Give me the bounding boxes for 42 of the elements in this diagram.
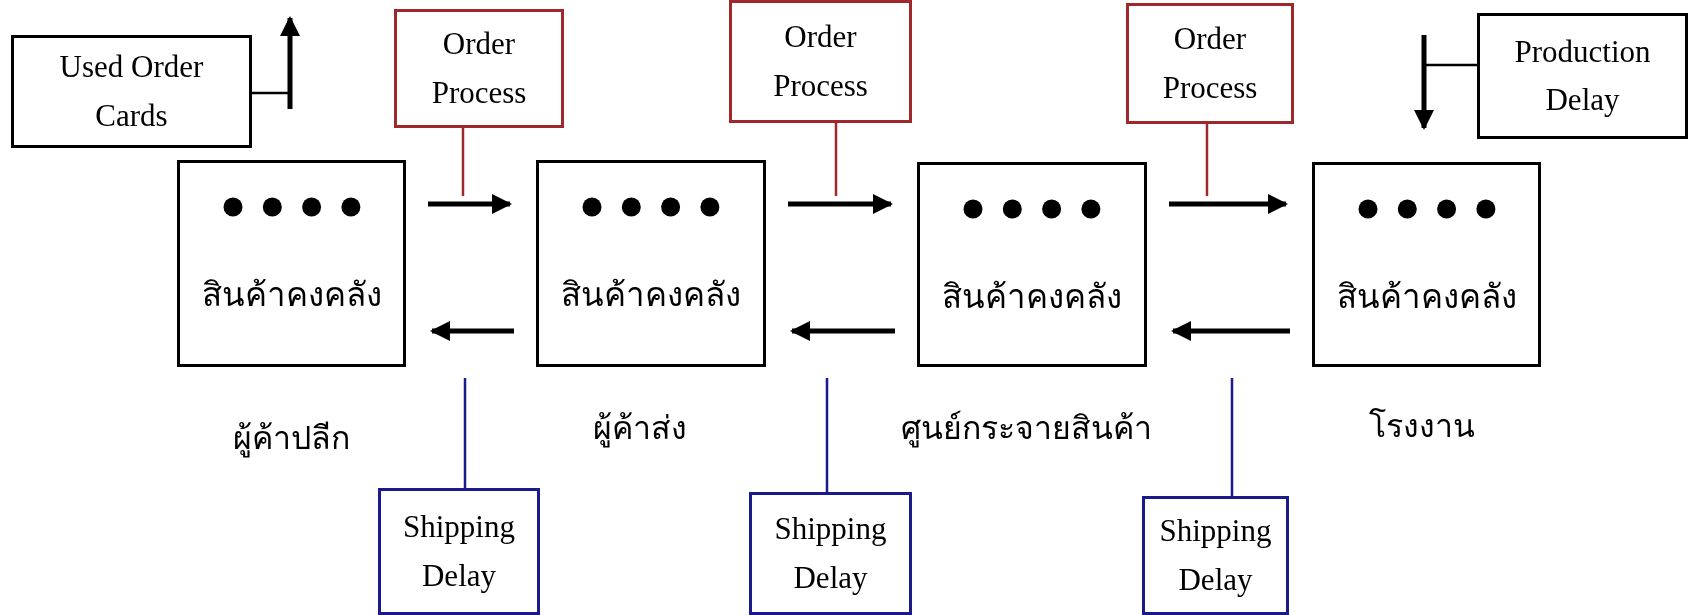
- inventory-box: [1312, 162, 1541, 367]
- box-label: Production Delay: [1513, 32, 1652, 119]
- arrow: [790, 321, 895, 341]
- box-label: Order Process: [430, 25, 528, 112]
- arrow: [1169, 194, 1288, 214]
- box-label: Shipping Delay: [773, 510, 888, 597]
- leader-line: [825, 378, 829, 492]
- leader-line: [252, 91, 290, 95]
- inventory-box: [177, 160, 406, 367]
- process-box: [729, 0, 912, 123]
- box-label: Order Process: [1161, 20, 1259, 107]
- box-label: Used Order Cards: [58, 48, 205, 135]
- box-label: Order Process: [772, 18, 869, 105]
- leader-line: [1424, 63, 1477, 67]
- box-label: Shipping Delay: [402, 508, 516, 595]
- note-box: [11, 35, 252, 148]
- leader-line: [1230, 378, 1234, 496]
- inventory-box: [917, 162, 1147, 367]
- location-label: โรงงาน: [1369, 407, 1475, 446]
- leader-line: [461, 128, 465, 196]
- box-label: สินค้าคงคลัง: [561, 276, 741, 315]
- box-label: สินค้าคงคลัง: [1336, 278, 1517, 317]
- delay-box: [1142, 496, 1289, 615]
- inventory-box: [536, 160, 766, 367]
- process-box: [1126, 3, 1294, 124]
- arrow: [1171, 321, 1290, 341]
- box-label: สินค้าคงคลัง: [942, 278, 1122, 317]
- box-label: สินค้าคงคลัง: [201, 276, 382, 315]
- process-box: [394, 9, 564, 128]
- delay-box: [749, 492, 912, 615]
- leader-line: [463, 378, 467, 488]
- location-label: ผู้ค้าส่ง: [593, 409, 687, 450]
- leader-line: [1205, 124, 1209, 196]
- arrow: [428, 194, 512, 214]
- arrow: [430, 321, 514, 341]
- delay-box: [378, 488, 540, 615]
- location-label: ผู้ค้าปลีก: [232, 419, 350, 460]
- note-box: [1477, 13, 1688, 139]
- leader-line: [834, 123, 838, 196]
- box-label: Shipping Delay: [1158, 512, 1273, 599]
- location-label: ศูนย์กระจายสินค้า: [900, 409, 1152, 450]
- arrow: [788, 194, 893, 214]
